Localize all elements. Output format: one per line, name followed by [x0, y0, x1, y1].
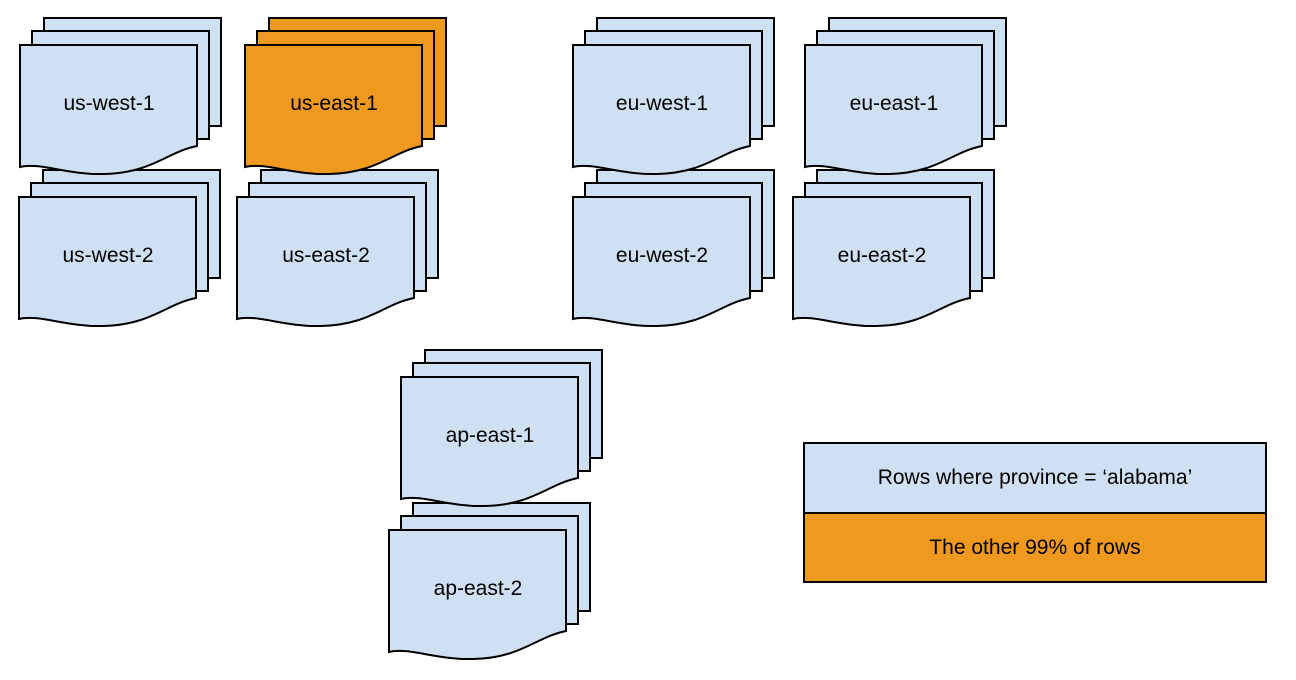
region-stack-eu-west-2: eu-west-2 [572, 169, 778, 331]
region-stack-us-east-2: us-east-2 [236, 169, 442, 331]
region-label: eu-east-1 [850, 92, 939, 115]
region-stack-eu-west-1: eu-west-1 [572, 17, 778, 179]
front-document-icon [400, 376, 579, 508]
document-stack-icon: us-west-1 [19, 17, 222, 176]
region-stack-ap-east-1: ap-east-1 [400, 349, 606, 511]
region-label: us-west-2 [62, 244, 153, 267]
document-stack-icon: us-east-1 [244, 17, 447, 176]
front-document-icon [388, 529, 567, 661]
document-stack-icon: eu-west-2 [572, 169, 775, 328]
region-label: us-west-1 [63, 92, 154, 115]
front-document-icon [236, 196, 415, 328]
legend-label-other-rows: The other 99% of rows [929, 535, 1141, 559]
region-stack-us-west-2: us-west-2 [18, 169, 224, 331]
region-stack-eu-east-2: eu-east-2 [792, 169, 998, 331]
front-document-icon [572, 196, 751, 328]
region-label: us-east-1 [290, 92, 378, 115]
front-document-icon [804, 44, 983, 176]
legend: Rows where province = ‘alabama’ The othe… [803, 442, 1267, 583]
front-document-icon [18, 196, 197, 328]
document-stack-icon: ap-east-2 [388, 502, 591, 661]
front-document-icon [572, 44, 751, 176]
region-label: ap-east-2 [434, 577, 523, 600]
document-stack-icon: ap-east-1 [400, 349, 603, 508]
front-document-icon [792, 196, 971, 328]
document-stack-icon: eu-east-1 [804, 17, 1007, 176]
region-stack-us-east-1: us-east-1 [244, 17, 450, 179]
document-stack-icon: us-west-2 [18, 169, 221, 328]
region-label: us-east-2 [282, 244, 370, 267]
region-label: eu-west-1 [616, 92, 708, 115]
region-label: eu-east-2 [838, 244, 927, 267]
legend-label-alabama-rows: Rows where province = ‘alabama’ [877, 466, 1193, 489]
region-stack-ap-east-2: ap-east-2 [388, 502, 594, 664]
region-label: ap-east-1 [446, 424, 535, 447]
front-document-icon [244, 44, 423, 176]
front-document-icon [19, 44, 198, 176]
legend-item-other-rows: The other 99% of rows [805, 512, 1265, 581]
region-stack-us-west-1: us-west-1 [19, 17, 225, 179]
legend-item-alabama-rows: Rows where province = ‘alabama’ [805, 444, 1265, 512]
document-stack-icon: us-east-2 [236, 169, 439, 328]
document-stack-icon: eu-east-2 [792, 169, 995, 328]
document-stack-icon: eu-west-1 [572, 17, 775, 176]
region-label: eu-west-2 [616, 244, 708, 267]
region-stack-eu-east-1: eu-east-1 [804, 17, 1010, 179]
